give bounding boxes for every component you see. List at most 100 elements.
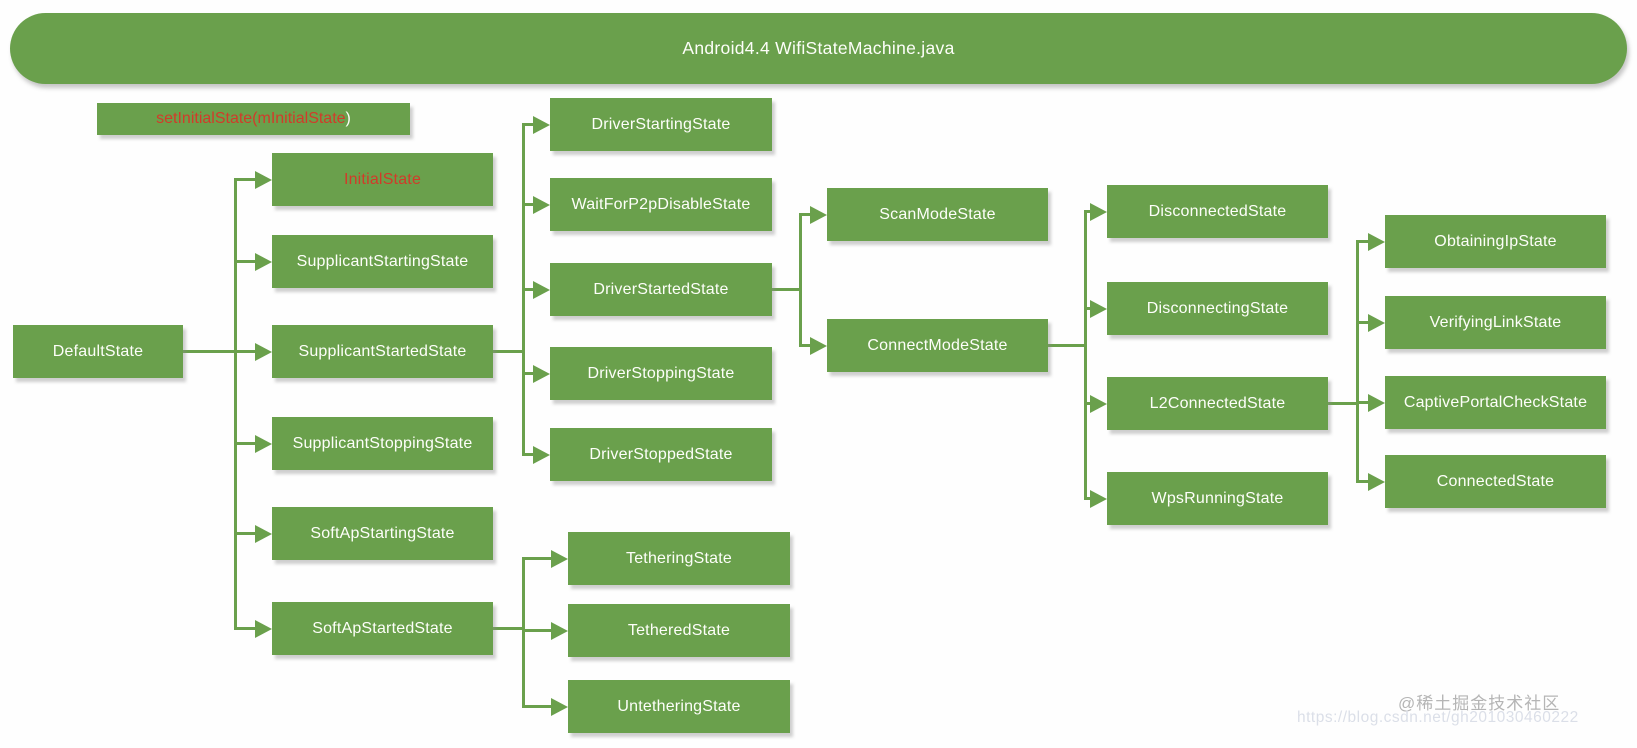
arrowhead-icon-supplicant-stopping-state (255, 434, 272, 453)
softap-starting-state-node: SoftApStartingState (272, 507, 493, 560)
arrowhead-icon-scan-mode-state (810, 205, 827, 224)
edge-branch-tethered-state (521, 629, 551, 632)
connected-state-node: ConnectedState (1385, 455, 1606, 508)
edge-stub-supplicant-started-state (493, 350, 525, 353)
scan-mode-state-node: ScanModeState (827, 188, 1048, 241)
captive-portal-check-state-label: CaptivePortalCheckState (1403, 393, 1588, 411)
disconnected-state-node: DisconnectedState (1107, 185, 1328, 238)
untethering-state-label: UntetheringState (617, 697, 741, 715)
arrowhead-icon-supplicant-started-state (255, 342, 272, 361)
disconnecting-state-label: DisconnectingState (1146, 299, 1289, 317)
arrowhead-icon-initial-state (255, 170, 272, 189)
edge-branch-l2-connected-state (1083, 402, 1090, 405)
edge-branch-driver-stopping-state (521, 372, 533, 375)
arrowhead-icon-wait-for-p2p-disable-state (533, 195, 550, 214)
edge-branch-connected-state (1355, 480, 1368, 483)
default-state-label: DefaultState (52, 342, 144, 360)
softap-started-state-node: SoftApStartedState (272, 602, 493, 655)
default-state-node: DefaultState (13, 325, 183, 378)
wps-running-state-node: WpsRunningState (1107, 472, 1328, 525)
edge-trunk-default-state (233, 178, 237, 630)
edge-stub-l2-connected-state (1328, 402, 1359, 405)
edge-branch-driver-starting-state (521, 123, 533, 126)
arrowhead-icon-softap-started-state (255, 619, 272, 638)
driver-starting-state-node: DriverStartingState (550, 98, 772, 151)
driver-stopped-state-label: DriverStoppedState (589, 445, 733, 463)
arrowhead-icon-disconnecting-state (1090, 299, 1107, 318)
softap-starting-state-label: SoftApStartingState (310, 524, 455, 542)
arrowhead-icon-wps-running-state (1090, 489, 1107, 508)
edge-branch-verifying-link-state (1355, 321, 1368, 324)
obtaining-ip-state-label: ObtainingIpState (1434, 232, 1557, 250)
annotation-close-paren: ) (345, 110, 351, 127)
arrowhead-icon-obtaining-ip-state (1368, 232, 1385, 251)
l2-connected-state-node: L2ConnectedState (1107, 377, 1328, 430)
connect-mode-state-label: ConnectModeState (867, 336, 1008, 354)
edge-branch-untethering-state (521, 705, 551, 708)
supplicant-starting-state-label: SupplicantStartingState (296, 252, 469, 270)
edge-branch-supplicant-stopping-state (233, 442, 255, 445)
set-initial-state-annotation: setInitialState(mInitialState) (97, 103, 410, 135)
arrowhead-icon-driver-stopped-state (533, 445, 550, 464)
supplicant-stopping-state-node: SupplicantStoppingState (272, 417, 493, 470)
wait-for-p2p-disable-state-label: WaitForP2pDisableState (571, 195, 751, 213)
edge-branch-connect-mode-state (798, 344, 810, 347)
edge-branch-supplicant-started-state (233, 350, 255, 353)
tethering-state-label: TetheringState (626, 549, 732, 567)
connect-mode-state-node: ConnectModeState (827, 319, 1048, 372)
edge-branch-initial-state (233, 178, 255, 181)
supplicant-started-state-label: SupplicantStartedState (298, 342, 467, 360)
edge-branch-disconnected-state (1083, 210, 1090, 213)
supplicant-starting-state-node: SupplicantStartingState (272, 235, 493, 288)
driver-starting-state-label: DriverStartingState (591, 115, 731, 133)
arrowhead-icon-supplicant-starting-state (255, 252, 272, 271)
untethering-state-node: UntetheringState (568, 680, 790, 733)
edge-branch-wait-for-p2p-disable-state (521, 203, 533, 206)
verifying-link-state-node: VerifyingLinkState (1385, 296, 1606, 349)
arrowhead-icon-driver-stopping-state (533, 364, 550, 383)
edge-branch-driver-stopped-state (521, 453, 533, 456)
arrowhead-icon-connect-mode-state (810, 336, 827, 355)
tethering-state-node: TetheringState (568, 532, 790, 585)
watermark-url-text: https://blog.csdn.net/gh201030460222 (1297, 709, 1579, 726)
connected-state-label: ConnectedState (1436, 472, 1555, 490)
verifying-link-state-label: VerifyingLinkState (1429, 313, 1562, 331)
arrowhead-icon-l2-connected-state (1090, 394, 1107, 413)
initial-state-node: InitialState (272, 153, 493, 206)
edge-trunk-driver-started-state (798, 213, 802, 347)
supplicant-stopping-state-label: SupplicantStoppingState (292, 434, 473, 452)
edge-trunk-softap-started-state (521, 557, 525, 708)
edge-branch-driver-started-state (521, 288, 533, 291)
arrowhead-icon-driver-starting-state (533, 115, 550, 134)
edge-branch-softap-starting-state (233, 532, 255, 535)
edge-branch-wps-running-state (1083, 497, 1090, 500)
supplicant-started-state-node: SupplicantStartedState (272, 325, 493, 378)
arrowhead-icon-tethering-state (551, 549, 568, 568)
annotation-red-text: setInitialState(mInitialState (156, 110, 346, 127)
softap-started-state-label: SoftApStartedState (312, 619, 453, 637)
arrowhead-icon-driver-started-state (533, 280, 550, 299)
wait-for-p2p-disable-state-node: WaitForP2pDisableState (550, 178, 772, 231)
edge-branch-softap-started-state (233, 627, 255, 630)
scan-mode-state-label: ScanModeState (879, 205, 996, 223)
edge-branch-scan-mode-state (798, 213, 810, 216)
initial-state-label: InitialState (343, 170, 422, 188)
l2-connected-state-label: L2ConnectedState (1149, 394, 1286, 412)
edge-stub-driver-started-state (772, 288, 802, 291)
edge-stub-connect-mode-state (1048, 344, 1087, 347)
watermark-community-text: @稀土掘金技术社区 (1398, 694, 1561, 713)
edge-branch-obtaining-ip-state (1355, 240, 1368, 243)
title-banner: Android4.4 WifiStateMachine.java (10, 13, 1627, 84)
edge-branch-supplicant-starting-state (233, 260, 255, 263)
wps-running-state-label: WpsRunningState (1151, 489, 1284, 507)
disconnecting-state-node: DisconnectingState (1107, 282, 1328, 335)
driver-stopped-state-node: DriverStoppedState (550, 428, 772, 481)
edge-branch-disconnecting-state (1083, 307, 1090, 310)
arrowhead-icon-captive-portal-check-state (1368, 393, 1385, 412)
driver-stopping-state-label: DriverStoppingState (587, 364, 735, 382)
arrowhead-icon-softap-starting-state (255, 524, 272, 543)
edge-stub-default-state (183, 350, 237, 353)
edge-branch-tethering-state (521, 557, 551, 560)
driver-stopping-state-node: DriverStoppingState (550, 347, 772, 400)
